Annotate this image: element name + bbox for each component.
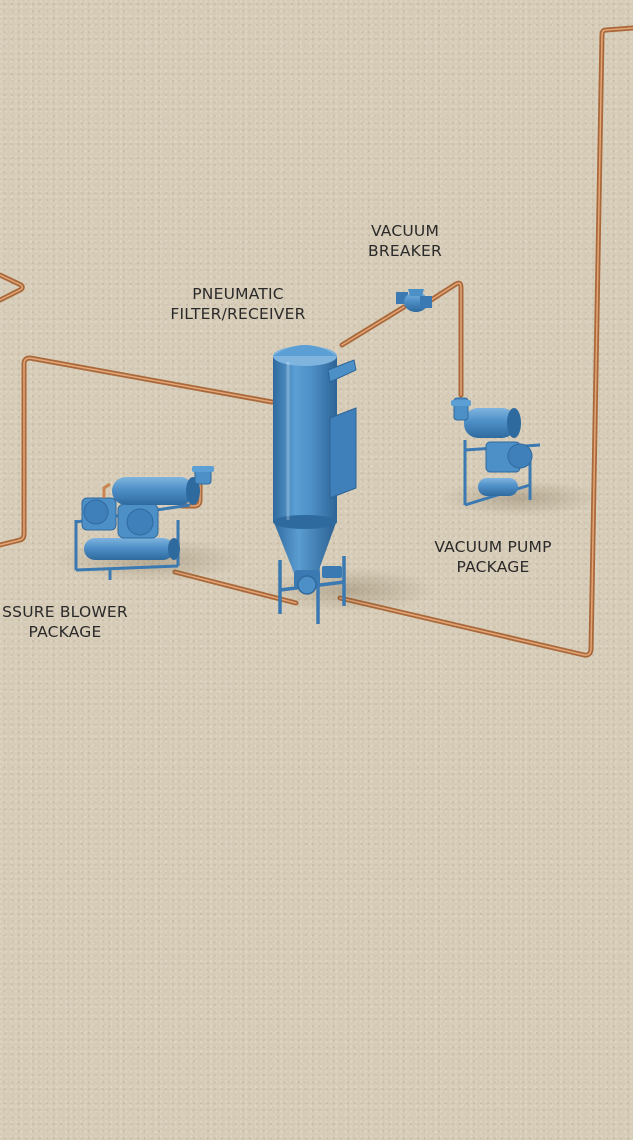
label-filter-receiver: PNEUMATIC FILTER/RECEIVER — [158, 284, 318, 324]
vacuum-breaker — [396, 289, 432, 312]
rotary-valve — [294, 566, 342, 595]
label-pressure-blower-line2: PACKAGE — [28, 623, 102, 641]
pipe-filter-inlet — [0, 355, 275, 548]
label-filter-receiver-line1: PNEUMATIC — [192, 285, 284, 303]
label-pressure-blower-line1: SSURE BLOWER — [2, 603, 128, 621]
label-vacuum-breaker-line2: BREAKER — [368, 242, 442, 260]
label-vacuum-pump: VACUUM PUMP PACKAGE — [418, 537, 568, 577]
label-vacuum-pump-line2: PACKAGE — [456, 558, 530, 576]
pipe-network — [0, 25, 633, 658]
label-filter-receiver-line2: FILTER/RECEIVER — [170, 305, 306, 323]
label-vacuum-breaker-line1: VACUUM — [370, 222, 440, 240]
pipe-blower-stub — [179, 479, 203, 509]
label-pressure-blower: SSURE BLOWER PACKAGE — [0, 602, 140, 642]
pressure-blower-package — [74, 466, 214, 580]
label-vacuum-breaker: VACUUM BREAKER — [355, 221, 455, 261]
pipe-far-left — [0, 272, 25, 303]
label-vacuum-pump-line1: VACUUM PUMP — [434, 538, 552, 556]
pipe-filter-to-breaker — [339, 280, 464, 398]
filter-receiver — [273, 345, 357, 624]
vacuum-pump-package — [451, 397, 541, 507]
pipe-main-loop — [337, 25, 633, 658]
